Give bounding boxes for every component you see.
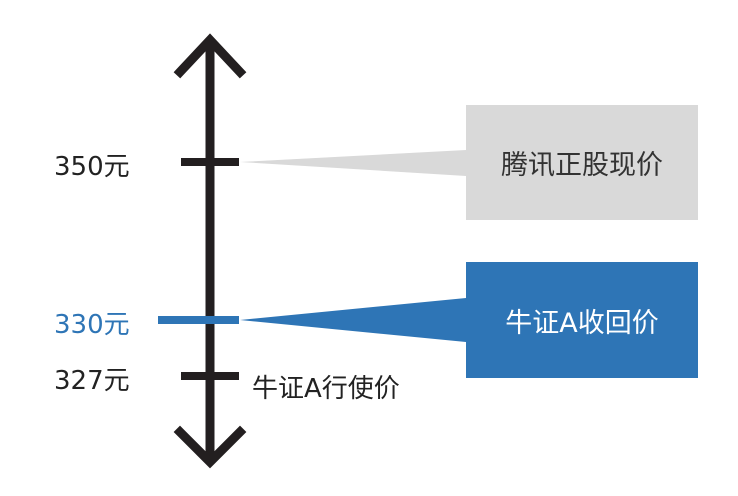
stock-price-box: 腾讯正股现价 [501,150,663,181]
call-price-pointer [240,298,466,342]
arrow-up-icon [173,33,247,79]
call-price-box-bg [466,262,698,378]
arrow-down-icon [173,425,247,469]
label-330: 330元 [54,310,130,340]
strike-price-label: 牛证A行使价 [252,374,400,404]
stock-price-pointer [240,150,466,176]
stock-price-box-bg [466,105,698,220]
label-327: 327元 [54,366,130,396]
call-price-box: 牛证A收回价 [505,307,659,339]
label-350: 350元 [54,152,130,182]
